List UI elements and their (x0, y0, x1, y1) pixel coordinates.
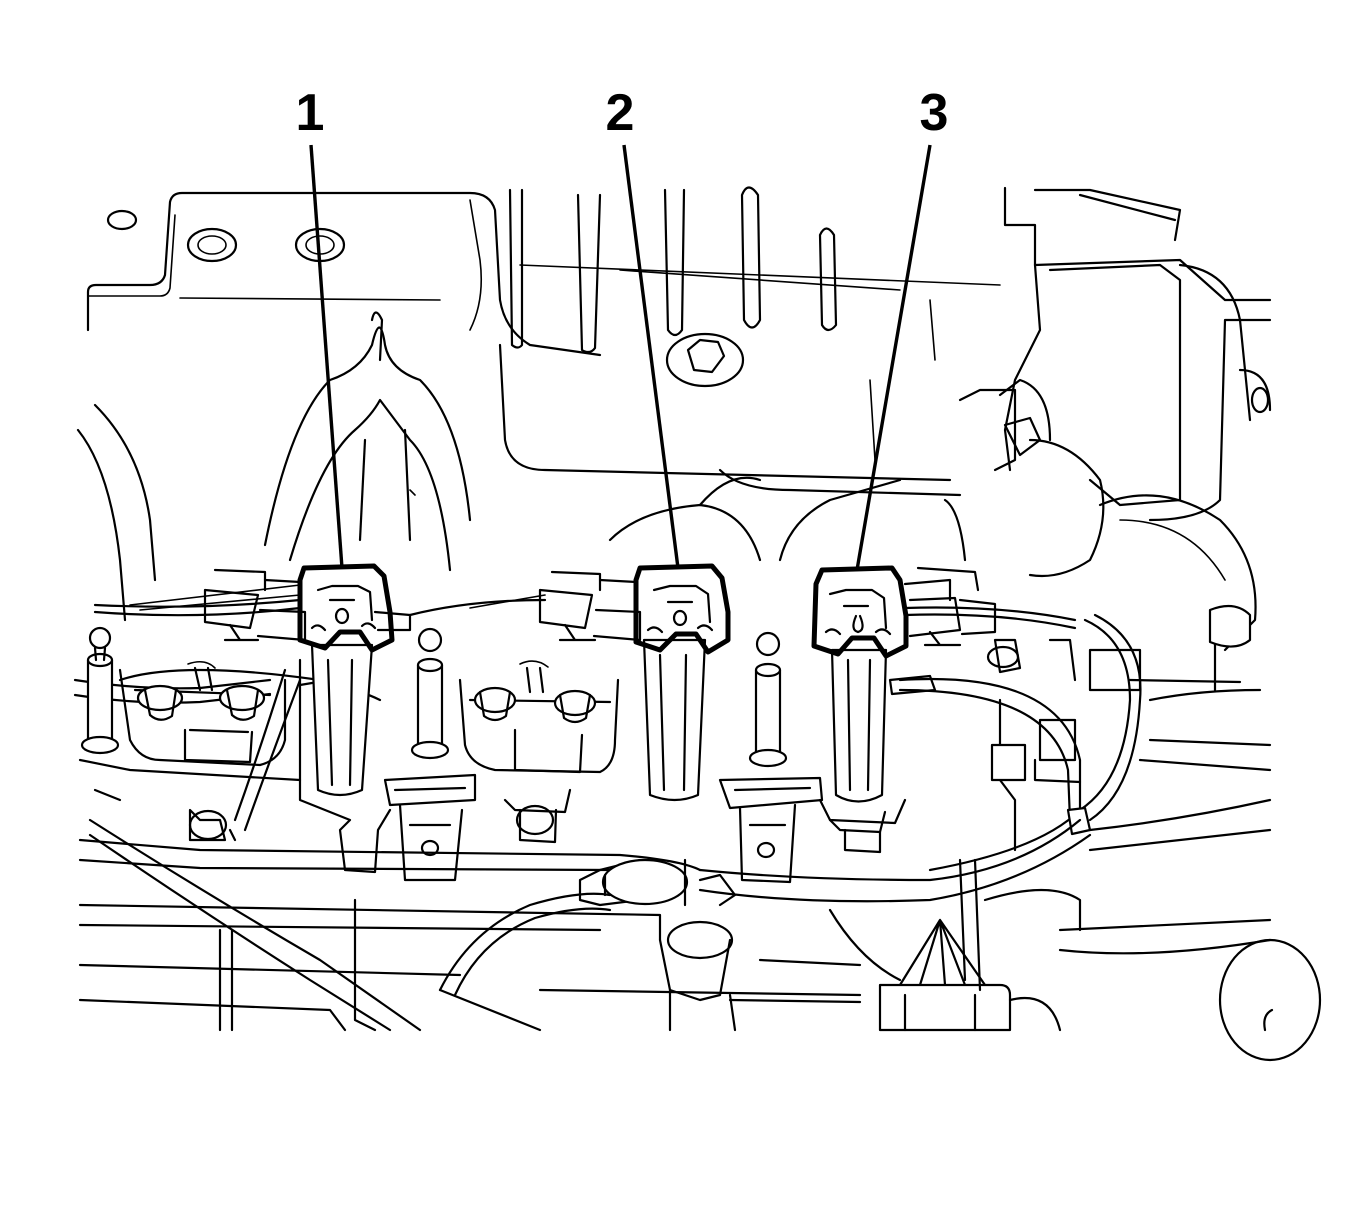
leader-line-2 (622, 144, 680, 569)
rail-brackets (80, 626, 788, 774)
callout-leaders (309, 144, 932, 571)
connector-group-1 (203, 563, 412, 653)
fuel-injectors (188, 638, 907, 884)
callout-label-3: 3 (920, 84, 949, 142)
callout-label-2: 2 (606, 84, 635, 142)
engine-background-linework (76, 186, 1272, 652)
leader-line-1 (309, 144, 344, 569)
connector-group-2 (538, 563, 731, 655)
connector-group-3 (811, 565, 997, 696)
wiring-harness (78, 584, 1322, 1062)
callout-labels: 1 2 3 (296, 84, 949, 142)
leader-line-3 (855, 144, 932, 571)
callout-label-1: 1 (296, 84, 325, 142)
